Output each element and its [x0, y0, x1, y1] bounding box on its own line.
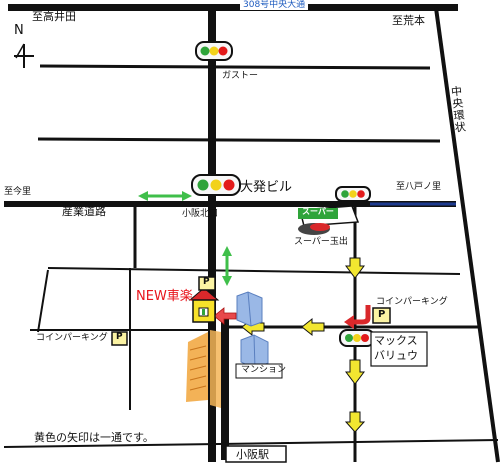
road-lower-main-vertical: [221, 315, 229, 460]
road-left-boundary: [37, 269, 49, 333]
label-coin-parking-left: コインパーキング: [36, 333, 108, 343]
label-max-valu-2: バリュウ: [374, 349, 418, 362]
turn-arrow-icon: [344, 305, 371, 329]
destination-arrow-icon: [213, 307, 237, 325]
traffic-light-icon: [335, 186, 371, 202]
label-mansion: マンション: [241, 365, 287, 375]
parking-sign-letter: P: [203, 277, 210, 287]
road-upper-street: [39, 64, 431, 70]
route-308-label: 308号中央大通: [240, 1, 309, 10]
building-icon: [240, 334, 269, 370]
road-west-street: [47, 267, 461, 275]
label-gusto: ガストー: [222, 71, 259, 81]
parking-lot-icon: [186, 330, 221, 408]
parking-sign-letter: P: [116, 332, 123, 342]
one-way-arrow-icon: [345, 359, 365, 385]
station-box: [225, 445, 287, 463]
parking-sign-icon: [372, 307, 391, 324]
parking-sign-icon: [198, 276, 216, 291]
one-way-arrow-icon: [344, 411, 366, 433]
label-to-hachinosato: 至八戸ノ里: [396, 182, 442, 192]
label-super-sign: スーパー: [302, 207, 334, 216]
road-middle-street: [37, 137, 441, 143]
label-to-takaida: 至高井田: [32, 10, 76, 23]
label-kosaka-kitaguchi: 小阪北口: [182, 209, 219, 219]
two-way-arrow-icon: [222, 246, 232, 286]
building-icon: [236, 291, 263, 327]
note-one-way: 黄色の矢印は一通です。: [34, 431, 154, 444]
house-icon: [188, 287, 220, 323]
one-way-arrow-icon: [345, 257, 365, 279]
road-sangyo-doro: [4, 201, 456, 207]
traffic-light-icon: [339, 329, 375, 347]
road-308-chuo-odori: [8, 4, 458, 11]
north-compass-icon: [14, 43, 34, 68]
label-max-valu-1: マックス: [374, 334, 418, 347]
parking-sign-icon: [111, 331, 128, 346]
max-valu-box: [370, 331, 428, 367]
two-way-arrow-icon: [138, 191, 192, 201]
label-sangyo-doro: 産業道路: [62, 205, 106, 218]
label-to-imazato: 至今里: [4, 187, 32, 197]
label-daihatsu-bldg: 大発ビル: [240, 180, 293, 195]
road-chuo-kanjo: [434, 7, 500, 463]
compass-letter: N: [14, 23, 24, 38]
parking-sign-letter: P: [378, 309, 386, 320]
label-new-kuruma: NEW車楽: [136, 289, 193, 304]
label-coin-parking-right: コインパーキング: [376, 297, 448, 307]
one-way-arrow-icon: [301, 317, 325, 337]
label-to-araimoto: 至荒本: [392, 14, 425, 27]
road-main-vertical: [208, 4, 216, 462]
traffic-light-icon: [191, 174, 241, 196]
mansion-box: [235, 363, 283, 379]
label-super-tamade: スーパー玉出: [294, 237, 348, 247]
road-south-street: [3, 439, 499, 448]
supermarket-icon: [298, 205, 360, 235]
traffic-light-icon: [195, 41, 233, 61]
label-kosaka-station: 小阪駅: [236, 448, 269, 461]
